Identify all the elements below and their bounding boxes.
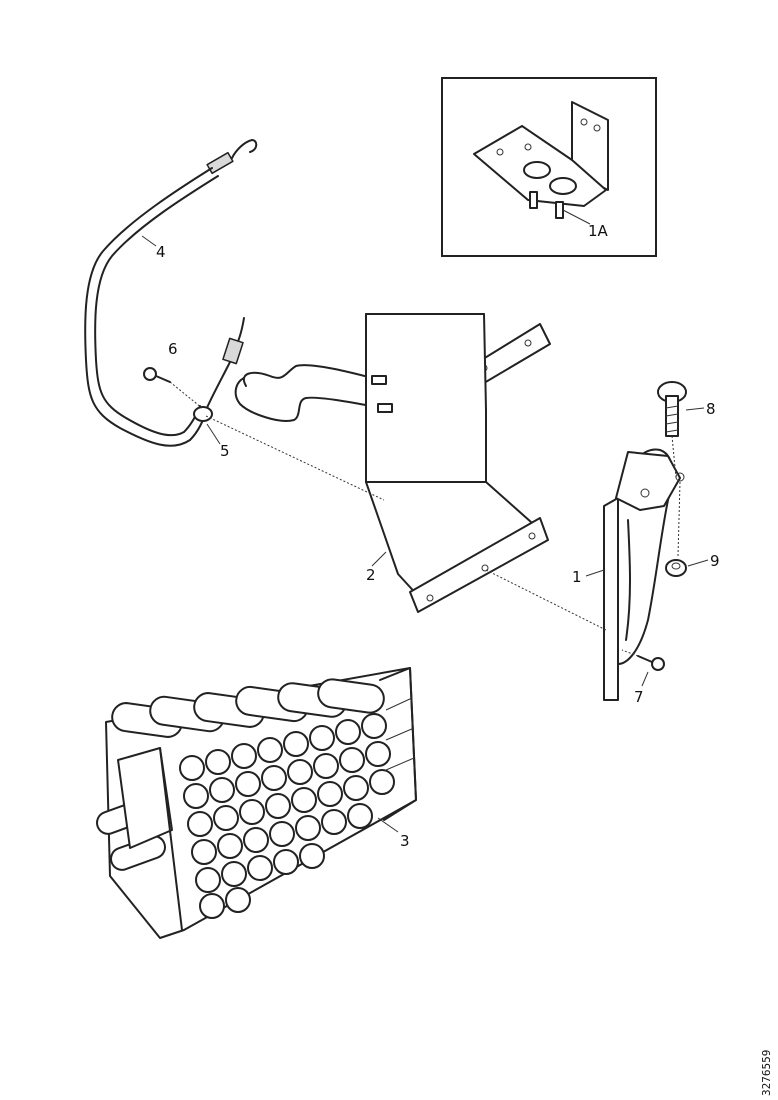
cable-clip-5: 5 bbox=[193, 317, 383, 460]
leader-line-bracket-to-plate bbox=[485, 569, 607, 631]
leader-line-clip-to-bracket bbox=[205, 415, 385, 501]
inset-detail-1a: 1A bbox=[441, 77, 657, 257]
callout-8: 8 bbox=[706, 400, 716, 418]
drawing-reference-number: 3276559 bbox=[760, 1050, 773, 1096]
callout-4: 4 bbox=[156, 243, 166, 261]
callout-2: 2 bbox=[366, 566, 376, 584]
screw-7: 7 bbox=[621, 649, 665, 706]
nut-9: 9 bbox=[665, 552, 720, 577]
rack-end-faces bbox=[179, 713, 395, 919]
callout-7: 7 bbox=[634, 688, 644, 706]
cable-assembly-4: 4 bbox=[84, 139, 258, 447]
bracket-2: 2 bbox=[365, 313, 551, 613]
rack-side-handle bbox=[96, 747, 183, 931]
mounting-plate-1: 1 bbox=[572, 448, 685, 701]
rack-top-rolls bbox=[111, 678, 385, 738]
callout-9: 9 bbox=[710, 552, 720, 570]
callout-1a: 1A bbox=[588, 222, 609, 240]
screw-6: 6 bbox=[143, 340, 203, 409]
callout-3: 3 bbox=[400, 832, 410, 850]
roll-rack-3: 3 bbox=[96, 667, 417, 939]
callout-6: 6 bbox=[168, 340, 178, 358]
callout-1: 1 bbox=[572, 568, 582, 586]
bolt-8: 8 bbox=[657, 381, 716, 557]
callout-5: 5 bbox=[220, 442, 230, 460]
